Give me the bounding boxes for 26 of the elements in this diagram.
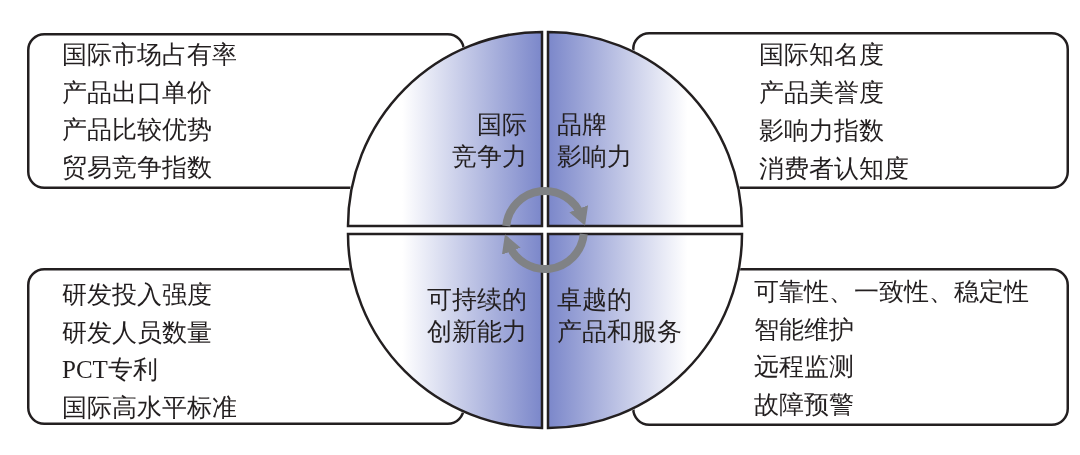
quadrant-segment: [346, 30, 544, 228]
indicator-text: 国际知名度: [759, 39, 884, 70]
indicator-text: 智能维护: [754, 314, 854, 345]
cycle-arrow: [502, 233, 588, 273]
indicator-text: 产品美誉度: [759, 77, 884, 108]
indicator-text: 产品比较优势: [62, 115, 212, 146]
indicator-text: 远程监测: [754, 352, 854, 383]
segment-label: 可持续的创新能力: [426, 285, 527, 347]
cycle-arrow: [502, 187, 588, 227]
indicator-text: 研发人员数量: [62, 317, 212, 348]
indicator-text: 故障预警: [754, 390, 854, 421]
quadrant-segment: [346, 232, 544, 430]
quadrant-segment: [546, 232, 744, 430]
quadrant-segment: [546, 30, 744, 228]
segment-label: 卓越的产品和服务: [557, 285, 683, 347]
indicator-text: 消费者认知度: [759, 153, 909, 184]
indicator-text: PCT专利: [62, 355, 158, 385]
segment-label: 品牌影响力: [557, 110, 633, 172]
indicator-text: 国际高水平标准: [62, 392, 237, 423]
indicator-text: 可靠性、一致性、稳定性: [754, 277, 1029, 307]
indicator-text: 影响力指数: [759, 115, 884, 146]
indicator-text: 贸易竞争指数: [62, 153, 212, 184]
indicator-text: 产品出口单价: [62, 77, 212, 108]
indicator-text: 研发投入强度: [62, 280, 212, 310]
indicator-text: 国际市场占有率: [62, 40, 237, 70]
segment-label: 国际竞争力: [451, 110, 527, 172]
